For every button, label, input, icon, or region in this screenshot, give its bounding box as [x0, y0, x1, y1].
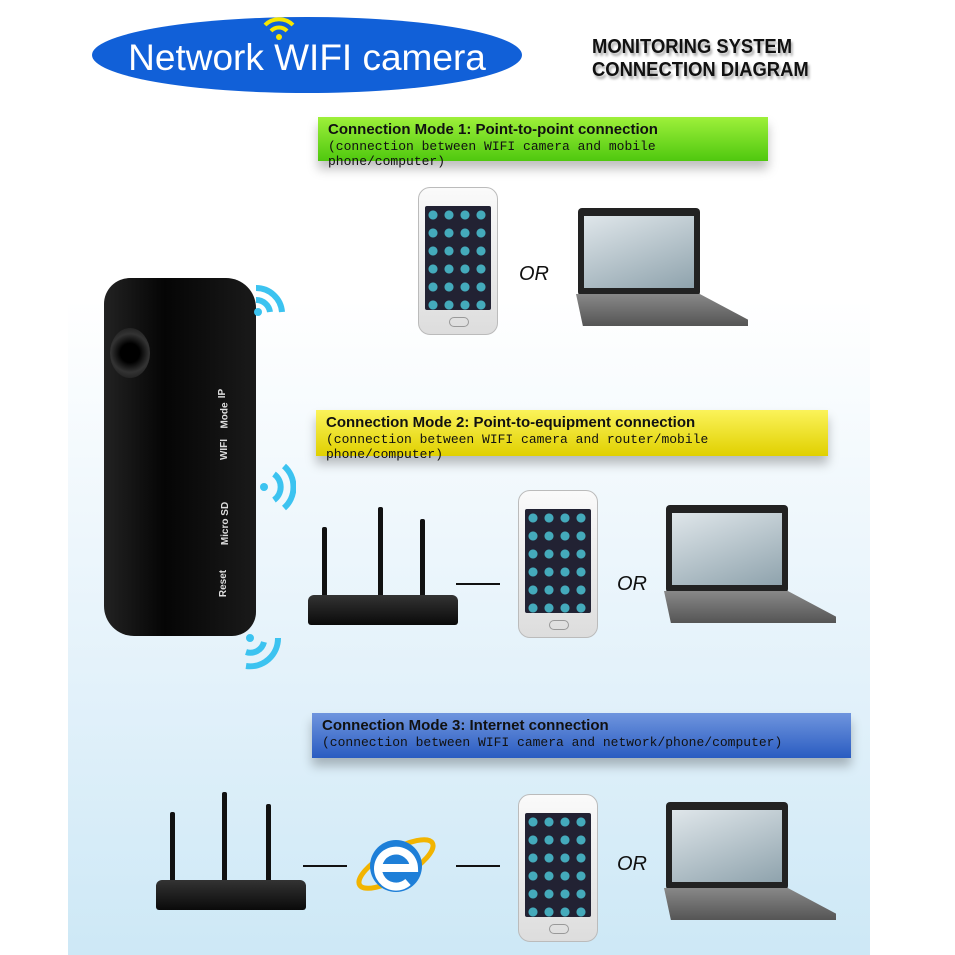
- mode-desc: (connection between WIFI camera and netw…: [322, 735, 783, 750]
- smartphone: [418, 187, 498, 335]
- signal-wave-icon: [260, 463, 296, 511]
- wifi-camera: IP Mode WIFI Micro SD Reset: [104, 278, 256, 636]
- or-label: OR: [617, 573, 647, 595]
- signal-wave-icon: [254, 284, 285, 316]
- mode-desc: (connection between WIFI camera and rout…: [326, 432, 709, 462]
- router: [156, 790, 306, 910]
- connector-line: [303, 865, 347, 867]
- camera-label-ip: IP: [217, 388, 229, 399]
- title-banner: Network WIFI camera: [92, 17, 522, 93]
- mode-1-box: Connection Mode 1: Point-to-point connec…: [318, 117, 768, 169]
- mode-title: Connection Mode 1: Point-to-point connec…: [328, 121, 658, 138]
- mode-3-box: Connection Mode 3: Internet connection(c…: [312, 713, 851, 758]
- connector-line: [456, 865, 500, 867]
- connector-line: [456, 583, 500, 585]
- camera-label-microsd: Micro SD: [220, 501, 232, 546]
- or-label: OR: [617, 853, 647, 875]
- subtitle-line-2: CONNECTION DIAGRAM: [592, 59, 809, 81]
- smartphone: [518, 490, 598, 638]
- smartphone: [518, 794, 598, 942]
- signal-wave-icon: [245, 634, 282, 670]
- or-label: OR: [519, 263, 549, 285]
- mode-2-box: Connection Mode 2: Point-to-equipment co…: [316, 410, 828, 462]
- mode-title: Connection Mode 3: Internet connection: [322, 717, 609, 734]
- router: [308, 505, 458, 625]
- subtitle-line-1: MONITORING SYSTEM: [592, 36, 793, 58]
- mode-desc: (connection between WIFI camera and mobi…: [328, 139, 656, 169]
- laptop: [656, 802, 836, 920]
- camera-lens: [110, 328, 150, 378]
- laptop: [568, 208, 748, 326]
- wifi-icon: [263, 17, 295, 40]
- internet-explorer-icon: [356, 837, 436, 892]
- camera-label-wifi: WIFI: [219, 438, 231, 461]
- mode-title: Connection Mode 2: Point-to-equipment co…: [326, 414, 696, 431]
- camera-label-reset: Reset: [218, 569, 230, 598]
- camera-label-mode: Mode: [219, 402, 231, 429]
- laptop: [656, 505, 836, 623]
- title: Network WIFI camera: [128, 37, 486, 78]
